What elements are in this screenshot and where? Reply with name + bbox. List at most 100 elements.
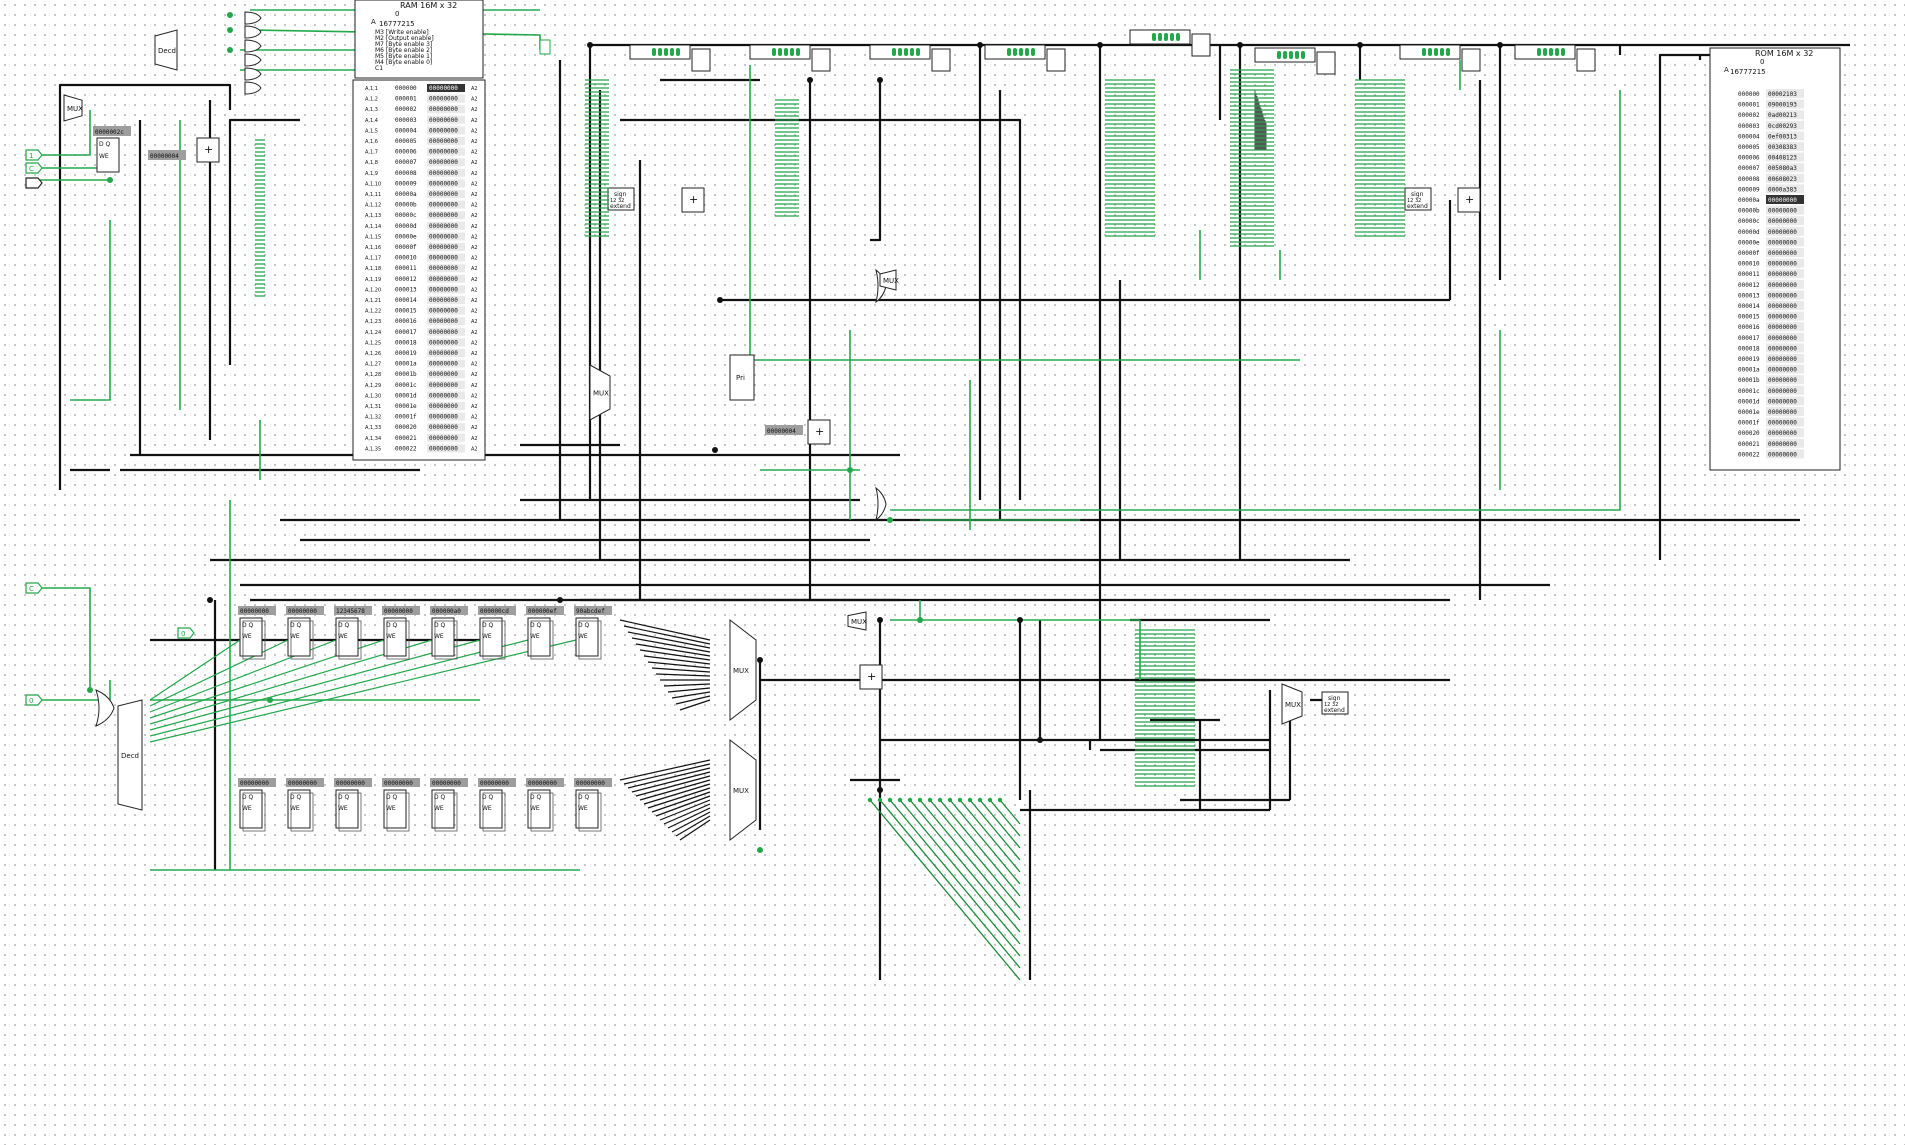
rom-row-value-cell[interactable] [1766, 184, 1804, 194]
ram-row-value-cell[interactable] [427, 115, 465, 124]
ram-row-value-cell[interactable] [427, 433, 465, 442]
ram-row-value-cell[interactable] [427, 158, 465, 167]
register-cell[interactable] [527, 789, 551, 829]
rom-row-value-cell[interactable] [1766, 449, 1804, 459]
rom-row-value-cell[interactable] [1766, 332, 1804, 342]
ram-row-value-cell[interactable] [427, 444, 465, 453]
writeback-mux[interactable] [1281, 683, 1303, 725]
rom-row-value-cell[interactable] [1766, 226, 1804, 236]
register-cell[interactable] [527, 617, 551, 657]
ram-row-value-cell[interactable] [427, 317, 465, 326]
ram-row-value-cell[interactable] [427, 285, 465, 294]
rom-row-value-cell[interactable] [1766, 110, 1804, 120]
ram-row-value-cell[interactable] [427, 243, 465, 251]
register-write-decoder[interactable] [117, 699, 143, 811]
ram-row-value-cell[interactable] [427, 84, 465, 92]
rom-row-value-cell[interactable] [1766, 417, 1804, 427]
rom-row-value-cell[interactable] [1766, 343, 1804, 353]
rom-row-value-cell[interactable] [1766, 385, 1804, 395]
rom-row-value-cell[interactable] [1766, 195, 1804, 204]
and-gate[interactable] [244, 11, 262, 25]
rom-row-value-cell[interactable] [1766, 375, 1804, 385]
ram-row-value-cell[interactable] [427, 126, 465, 135]
and-gate[interactable] [244, 25, 262, 39]
priority-encoder[interactable] [729, 354, 755, 401]
rom-row-value-cell[interactable] [1766, 396, 1804, 406]
pc-register[interactable] [96, 137, 120, 173]
rom-row-value-cell[interactable] [1766, 290, 1804, 300]
ram-row-value-cell[interactable] [427, 402, 465, 410]
alu-source-mux[interactable] [589, 364, 611, 421]
rom-row-value-cell[interactable] [1766, 322, 1804, 332]
register-read-mux-a[interactable] [729, 618, 757, 722]
ram-row-value-cell[interactable] [427, 370, 465, 379]
ram-row-value-cell[interactable] [427, 349, 465, 357]
input-pin-clock[interactable] [25, 162, 43, 174]
and-gate[interactable] [244, 67, 262, 81]
register-cell[interactable] [239, 789, 263, 829]
register-cell[interactable] [335, 789, 359, 829]
next-pc-adder[interactable] [807, 419, 831, 445]
register-cell[interactable] [431, 617, 455, 657]
sign-extender-load[interactable] [1321, 691, 1349, 715]
branch-mux[interactable] [879, 269, 897, 291]
rom-row-value-cell[interactable] [1766, 216, 1804, 226]
input-pin-reset[interactable] [25, 177, 43, 189]
ram-row-value-cell[interactable] [427, 296, 465, 304]
rom-row-value-cell[interactable] [1766, 407, 1804, 416]
rom-row-value-cell[interactable] [1766, 152, 1804, 162]
register-cell[interactable] [575, 789, 599, 829]
register-cell[interactable] [479, 789, 503, 829]
or-gate-jump[interactable] [875, 486, 887, 522]
ram-row-value-cell[interactable] [427, 274, 465, 283]
rom-row-value-cell[interactable] [1766, 354, 1804, 363]
register-cell[interactable] [335, 617, 359, 657]
register-cell[interactable] [383, 789, 407, 829]
rom-row-value-cell[interactable] [1766, 205, 1804, 215]
ram-row-value-cell[interactable] [427, 391, 465, 400]
ram-row-value-cell[interactable] [427, 147, 465, 156]
rom-row-value-cell[interactable] [1766, 99, 1804, 109]
rom-row-value-cell[interactable] [1766, 173, 1804, 183]
sign-extender-immediate-b[interactable] [1404, 187, 1432, 211]
rom-row-value-cell[interactable] [1766, 163, 1804, 173]
jump-adder[interactable] [1457, 187, 1481, 213]
ram-row-value-cell[interactable] [427, 105, 465, 114]
ram-row-value-cell[interactable] [427, 137, 465, 145]
register-cell[interactable] [575, 617, 599, 657]
rom-row-value-cell[interactable] [1766, 301, 1804, 310]
rom-row-value-cell[interactable] [1766, 438, 1804, 448]
register-cell[interactable] [287, 789, 311, 829]
ram-row-value-cell[interactable] [427, 412, 465, 421]
rom-row-value-cell[interactable] [1766, 269, 1804, 279]
ram-row-value-cell[interactable] [427, 190, 465, 198]
input-pin-1[interactable] [25, 149, 43, 161]
rom-row-value-cell[interactable] [1766, 258, 1804, 268]
output-probe[interactable] [539, 39, 551, 55]
input-pin-clk-regfile[interactable] [25, 582, 43, 594]
pc-plus4-adder[interactable] [859, 664, 883, 690]
rom-row-value-cell[interactable] [1766, 428, 1804, 438]
ram-row-value-cell[interactable] [427, 338, 465, 347]
writeback-mux-small[interactable] [847, 611, 867, 631]
ram-row-value-cell[interactable] [427, 380, 465, 389]
ram-row-value-cell[interactable] [427, 359, 465, 368]
ram-row-value-cell[interactable] [427, 423, 465, 432]
rom-row-value-cell[interactable] [1766, 248, 1804, 257]
ram-row-value-cell[interactable] [427, 264, 465, 273]
or-gate-regwrite[interactable] [95, 689, 115, 727]
rom-row-value-cell[interactable] [1766, 279, 1804, 289]
register-cell[interactable] [431, 789, 455, 829]
ram-row-value-cell[interactable] [427, 232, 465, 241]
rom-row-value-cell[interactable] [1766, 131, 1804, 141]
register-cell[interactable] [479, 617, 503, 657]
ram-row-value-cell[interactable] [427, 306, 465, 315]
opcode-decoder[interactable] [154, 29, 178, 71]
rom-row-value-cell[interactable] [1766, 311, 1804, 321]
rom-row-value-cell[interactable] [1766, 142, 1804, 151]
pc-source-mux[interactable] [63, 94, 83, 122]
branch-adder[interactable] [681, 187, 705, 213]
